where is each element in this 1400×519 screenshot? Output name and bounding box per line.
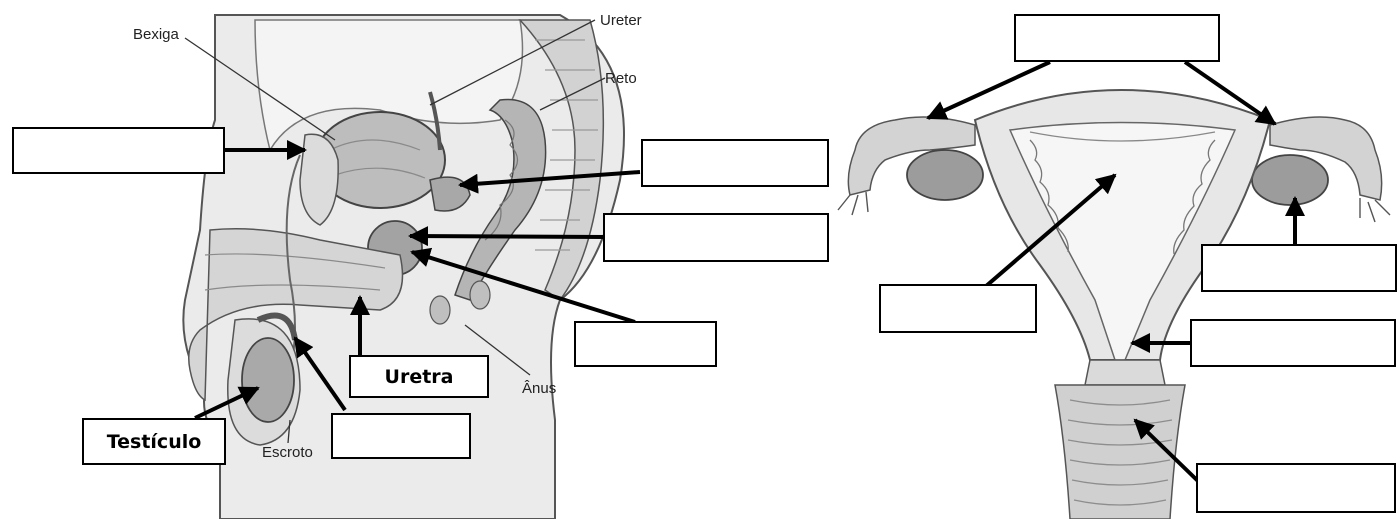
arrow-to-prostate [410,236,605,237]
label-bexiga: Bexiga [133,26,179,43]
answer-box-cervix[interactable] [1190,319,1396,367]
cervix [1085,360,1165,385]
answer-box-uterus[interactable] [879,284,1037,333]
left-ovary [907,150,983,200]
answer-box-epididymis[interactable] [331,413,471,459]
right-ovary [1252,155,1328,205]
testis [242,338,294,422]
label-reto: Reto [605,70,637,87]
label-ureter: Ureter [600,12,642,29]
testicle-label: Testículo [107,431,202,453]
answer-box-testicle[interactable]: Testículo [82,418,226,465]
answer-box-vagina[interactable] [1196,463,1396,513]
answer-box-prostate[interactable] [603,213,829,262]
label-anus: Ânus [522,380,556,397]
urethra-label: Uretra [385,366,454,388]
answer-box-seminal-vesicle[interactable] [641,139,829,187]
answer-box-fallopian-tubes[interactable] [1014,14,1220,62]
answer-box-ovary[interactable] [1201,244,1397,292]
answer-box-bulbourethral[interactable] [574,321,717,367]
answer-box-urethra[interactable]: Uretra [349,355,489,398]
label-escroto: Escroto [262,444,313,461]
answer-box-vas-deferens[interactable] [12,127,225,174]
